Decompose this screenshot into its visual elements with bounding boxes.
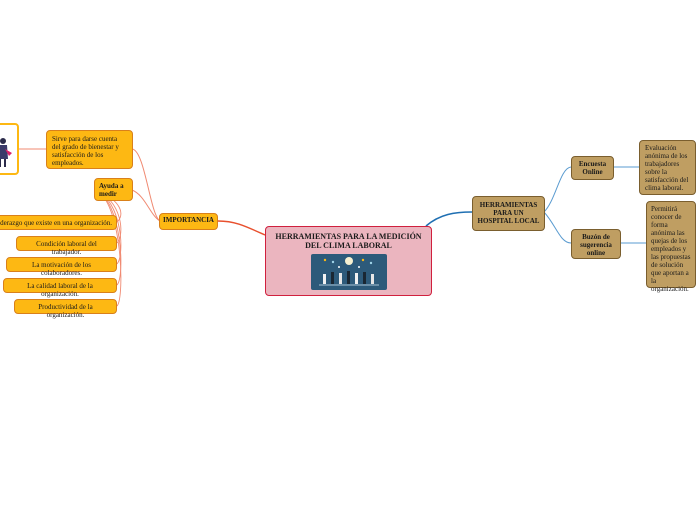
list-item[interactable]: Productividad de la organización. bbox=[14, 299, 117, 319]
encuesta-node[interactable]: Encuesta Online bbox=[571, 156, 614, 180]
list-item[interactable]: La calidad laboral de la organización. bbox=[3, 278, 117, 298]
hospital-node[interactable]: HERRAMIENTAS PARA UN HOSPITAL LOCAL bbox=[472, 196, 545, 231]
list-item[interactable]: La motivación de los colaboradores. bbox=[6, 257, 117, 277]
buzon-desc-node[interactable]: Permitirá conocer de forma anónima las q… bbox=[646, 201, 696, 293]
team-lightbulb-icon bbox=[319, 257, 379, 286]
buzon-node[interactable]: Buzón de sugerencia online bbox=[571, 229, 621, 259]
link-center-hospital bbox=[425, 211, 473, 227]
person-illustration-icon bbox=[0, 138, 12, 167]
importancia-node[interactable]: IMPORTANCIA bbox=[159, 213, 218, 230]
link-importancia-ayuda bbox=[131, 189, 161, 222]
central-topic[interactable]: HERRAMIENTAS PARA LA MEDICIÓN DEL CLIMA … bbox=[265, 226, 432, 296]
list-item[interactable]: Condición laboral del trabajador. bbox=[16, 236, 117, 256]
list-item[interactable]: liderazgo que existe en una organización… bbox=[0, 215, 117, 230]
encuesta-desc-node[interactable]: Evaluación anónima de los trabajadores s… bbox=[639, 140, 696, 195]
link-hospital-encuesta bbox=[543, 166, 572, 213]
link-center-importancia bbox=[217, 220, 266, 236]
link-hospital-buzon bbox=[543, 211, 572, 244]
central-topic-title: HERRAMIENTAS PARA LA MEDICIÓN DEL CLIMA … bbox=[275, 232, 422, 250]
business-team-lightbulb-illustration bbox=[311, 254, 387, 290]
ayuda-node[interactable]: Ayuda a medir bbox=[94, 178, 133, 201]
sirve-node[interactable]: Sirve para darse cuenta del grado de bie… bbox=[46, 130, 133, 169]
link-importancia-sirve bbox=[131, 148, 161, 222]
sirve-image-node[interactable] bbox=[0, 123, 19, 175]
